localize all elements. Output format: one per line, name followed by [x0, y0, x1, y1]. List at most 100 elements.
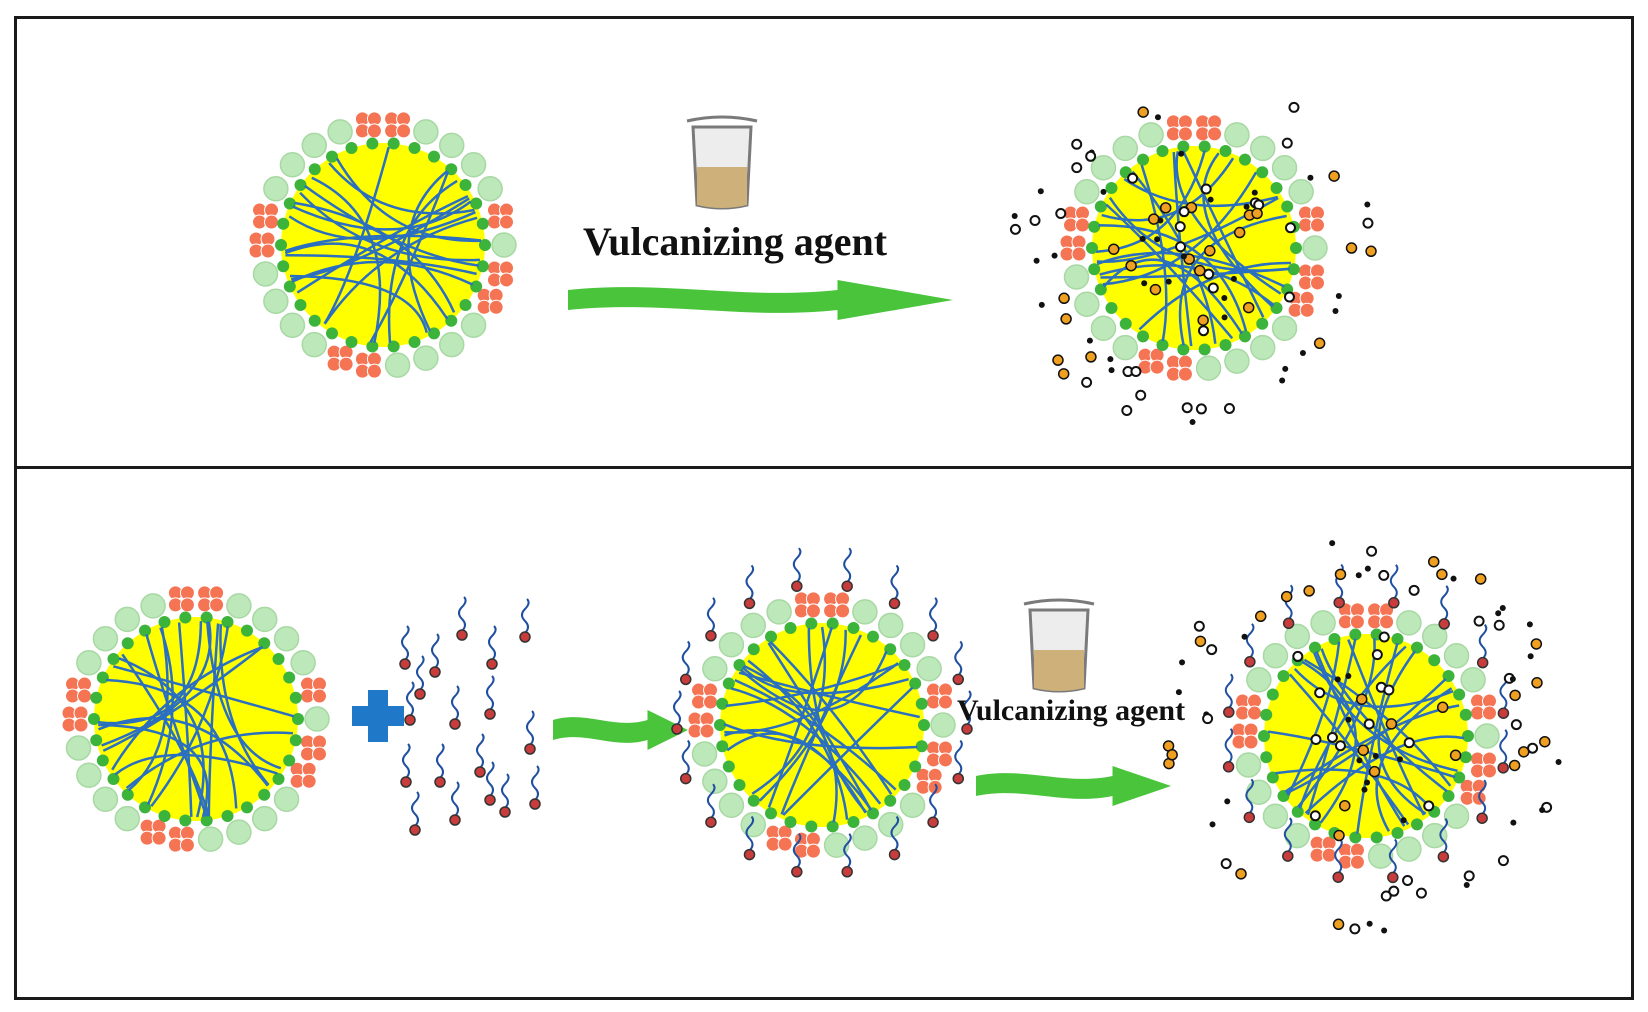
particle-dot [1154, 114, 1161, 121]
particle-orange [1280, 590, 1293, 603]
particle-dot [1526, 621, 1533, 628]
molecule-head [1437, 850, 1450, 863]
inner-bead [847, 816, 860, 829]
molecule-chain [1334, 838, 1343, 874]
latex-particle-modified [687, 591, 956, 859]
particle-orange [1233, 226, 1246, 239]
molecule-head [1387, 871, 1399, 884]
molecule-head [1332, 871, 1344, 883]
particle-dot [1221, 294, 1228, 301]
particle-orange [1365, 245, 1377, 258]
inner-bead [408, 336, 421, 349]
particle-ring [1207, 282, 1219, 294]
modifier-molecule-icon [399, 625, 411, 670]
particle-dot [1038, 301, 1045, 308]
particle-ring [1288, 101, 1300, 113]
inner-bead [470, 197, 483, 210]
molecule-chain [401, 625, 410, 661]
particle-orange [1052, 354, 1064, 366]
shell-bead [65, 735, 92, 761]
molecule-chain [476, 733, 485, 769]
molecule-chain [890, 815, 900, 852]
grafted-molecule [1497, 729, 1509, 774]
inner-bead [847, 621, 860, 634]
inner-bead [826, 820, 839, 833]
particle-orange [1436, 568, 1448, 581]
polymer-fiber [1181, 150, 1265, 318]
inner-bead [1266, 688, 1279, 701]
shell-bead [491, 232, 517, 258]
shell-bead [263, 288, 289, 314]
grafted-molecule [743, 564, 756, 610]
particle-orange [1085, 351, 1097, 363]
shell-bead [1443, 643, 1470, 669]
molecule-chain [681, 640, 691, 677]
vulcanizing-particles-inside-bottom [1292, 631, 1462, 842]
molecule-head [671, 723, 683, 735]
polymer-fiber [1100, 267, 1290, 279]
shell-bead [438, 132, 465, 159]
shell-bead [477, 176, 503, 202]
inner-bead [292, 713, 304, 725]
molecule-chain [963, 690, 972, 726]
particle-dot [1332, 308, 1339, 315]
particle-orange [1149, 283, 1162, 296]
inner-bead [179, 611, 192, 624]
particle-ring [1195, 403, 1207, 415]
arrow-icon-bottom [976, 766, 1171, 806]
arrow-icon-top [568, 280, 953, 320]
inner-bead [277, 260, 290, 273]
particle-ring [1178, 206, 1190, 218]
inner-bead [1309, 818, 1321, 831]
molecule-chain [954, 640, 963, 677]
latex-particle-initial [248, 111, 517, 379]
molecule-head [449, 718, 461, 730]
polymer-fiber [1293, 667, 1454, 708]
molecule-head [888, 848, 901, 861]
molecule-head [1476, 656, 1489, 669]
shell-bead [1288, 179, 1314, 205]
polymer-fiber [724, 662, 899, 734]
molecule-head [1438, 618, 1450, 630]
shell-bead [92, 626, 119, 652]
polymer-fiber [323, 216, 478, 325]
shell-bead [805, 603, 821, 619]
inner-bead [1428, 654, 1441, 667]
particle-orange [1333, 829, 1345, 842]
molecule-head [524, 743, 536, 755]
rubber-core [281, 143, 485, 347]
polymer-fiber [758, 629, 847, 802]
particle-ring [1383, 684, 1395, 696]
grafted-molecule [1222, 728, 1235, 773]
particle-dot [1509, 675, 1516, 682]
modifier-molecule-icon [524, 710, 536, 755]
particle-orange [1357, 744, 1370, 757]
grafted-molecule [1332, 838, 1344, 883]
particle-dot [1364, 565, 1371, 572]
shell-bead [930, 712, 956, 738]
shell-bead [1177, 366, 1193, 382]
inner-bead [765, 630, 777, 643]
particle-dot [1107, 356, 1114, 363]
shell-bead [1309, 217, 1325, 233]
shell-bead [1310, 610, 1336, 636]
shell-bead [179, 597, 195, 613]
inner-bead [747, 643, 760, 656]
particle-dot [1355, 572, 1362, 579]
grafted-molecule [1476, 623, 1489, 669]
polymer-fiber [1138, 261, 1291, 331]
particle-ring [1349, 923, 1361, 935]
inner-bead [918, 719, 930, 731]
shell-bead [226, 593, 252, 619]
shell-bead [1074, 179, 1100, 205]
inner-bead [158, 810, 171, 823]
beaker-icon-bottom [1023, 598, 1095, 693]
inner-bead [88, 713, 100, 725]
molecule-head [1222, 761, 1235, 773]
molecule-chain [526, 710, 535, 746]
shell-bead [852, 825, 878, 851]
particle-ring [1200, 183, 1212, 195]
polymer-fiber [335, 157, 481, 242]
particle-dot [1334, 676, 1341, 683]
particle-orange [1355, 693, 1368, 705]
